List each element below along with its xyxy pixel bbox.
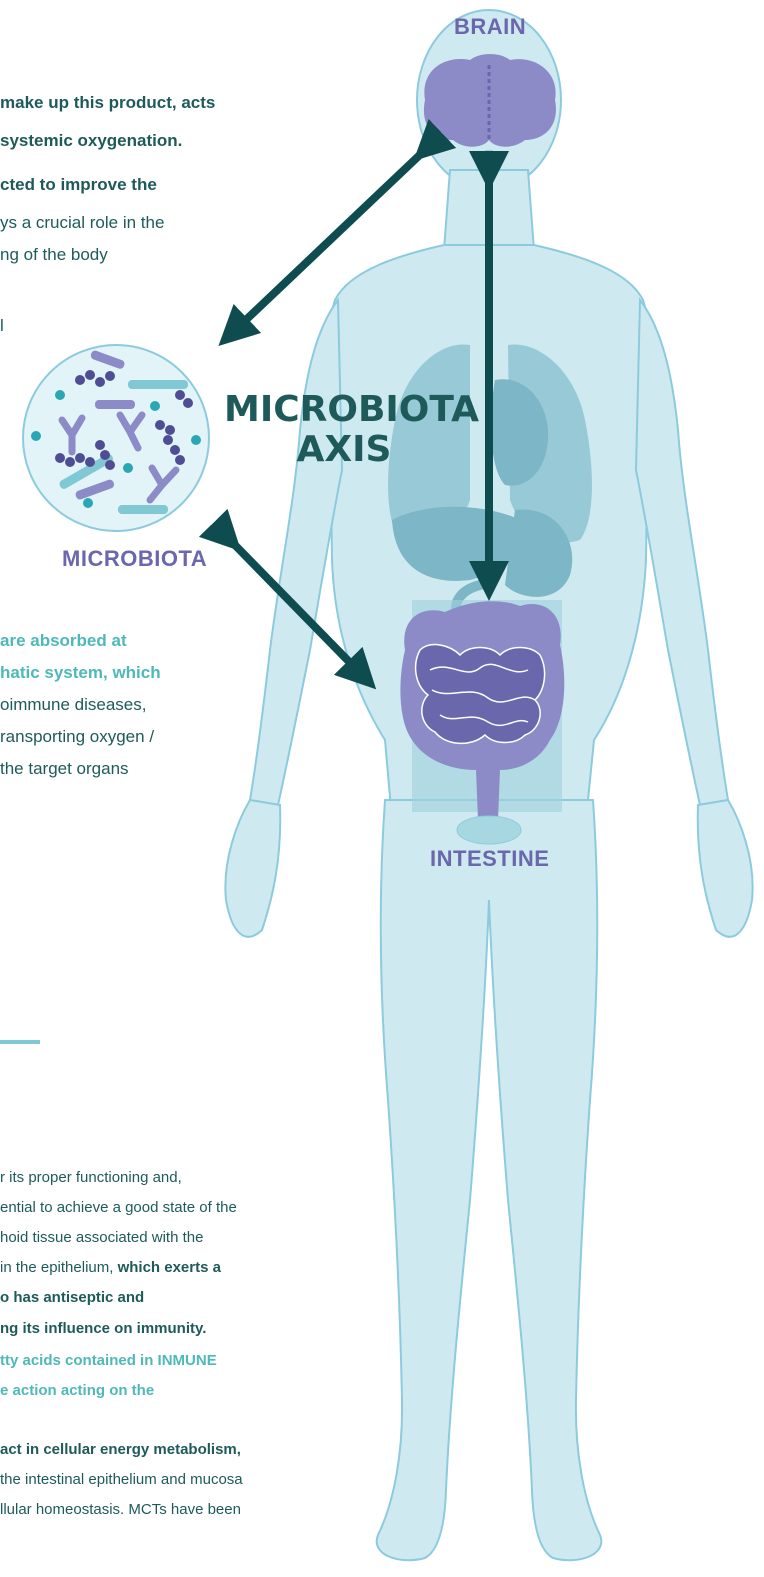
lower-text-line10: the intestinal epithelium and mucosa: [0, 1469, 243, 1490]
lower-text-line3: hoid tissue associated with the: [0, 1227, 203, 1248]
axis-title-line2: AXIS: [224, 430, 464, 470]
lower-text-line5: o has antiseptic and: [0, 1287, 144, 1308]
microbiota-circle: [23, 345, 209, 531]
upper-text-line5: ng of the body: [0, 244, 108, 266]
upper-text-line4: ys a crucial role in the: [0, 212, 164, 234]
middle-text-line4: ransporting oxygen /: [0, 726, 154, 748]
section-divider: [0, 1040, 40, 1044]
lower-text-line9: act in cellular energy metabolism,: [0, 1439, 241, 1460]
upper-text-line3: cted to improve the: [0, 174, 157, 196]
axis-title-line1: MICROBIOTA: [224, 390, 464, 430]
lower-text-line11: llular homeostasis. MCTs have been: [0, 1499, 241, 1520]
lower-text-line8: e action acting on the: [0, 1380, 154, 1401]
middle-text-line3: oimmune diseases,: [0, 694, 146, 716]
lower-text-line2: ential to achieve a good state of the: [0, 1197, 237, 1218]
lower-text-line7: tty acids contained in INMUNE: [0, 1350, 217, 1371]
upper-text-line2: systemic oxygenation.: [0, 130, 182, 152]
intestine-label: INTESTINE: [430, 846, 549, 872]
brain-illustration: [424, 54, 556, 147]
middle-text-line2: hatic system, which: [0, 662, 161, 684]
microbiota-label: MICROBIOTA: [62, 546, 207, 572]
axis-title: MICROBIOTA AXIS: [224, 390, 464, 470]
lower-text-line6: ng its influence on immunity.: [0, 1318, 206, 1339]
lower-text-line4: in the epithelium, which exerts a: [0, 1257, 221, 1278]
upper-text-line1: make up this product, acts: [0, 92, 215, 114]
brain-label: BRAIN: [454, 14, 526, 40]
middle-text-line5: the target organs: [0, 758, 129, 780]
lower-text-line1: r its proper functioning and,: [0, 1167, 182, 1188]
middle-text-line1: are absorbed at: [0, 630, 127, 652]
upper-text-line6: l: [0, 315, 4, 337]
